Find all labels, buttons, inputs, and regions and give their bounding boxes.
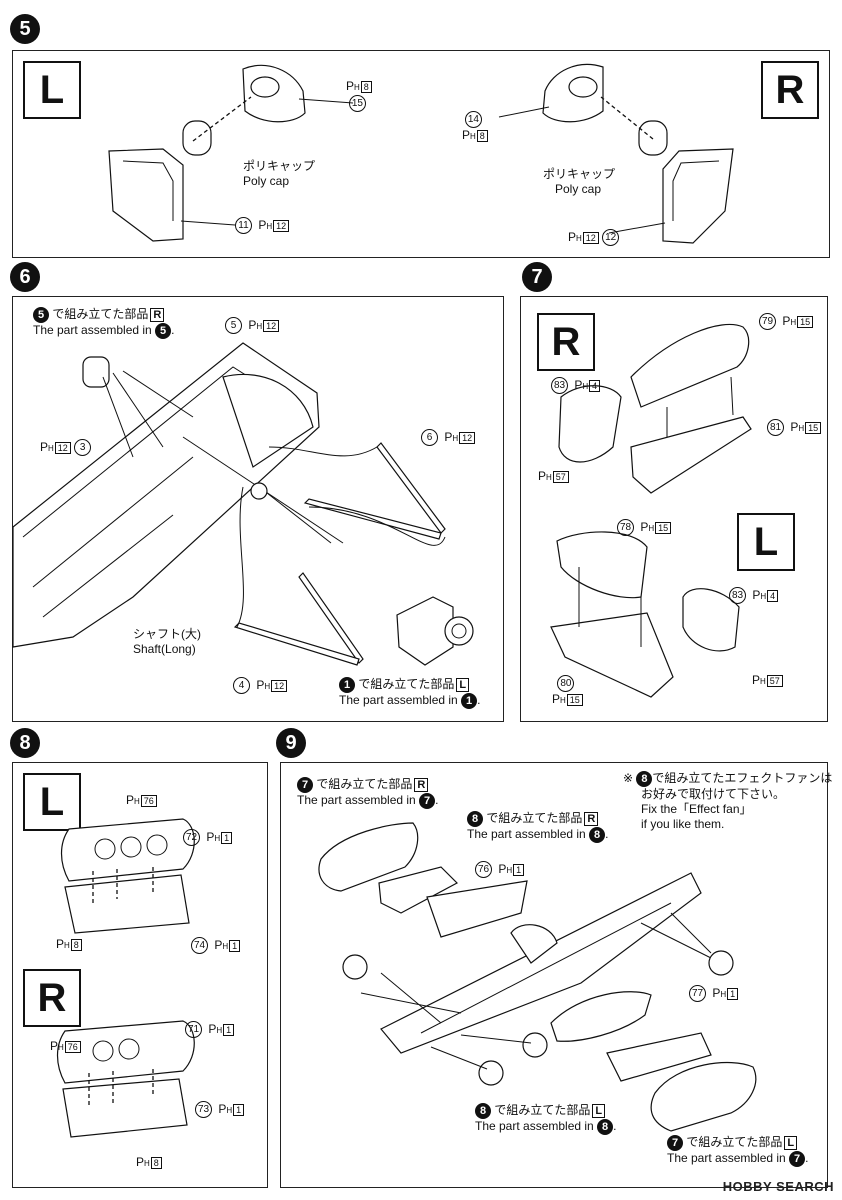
step-8-number: 8 — [10, 728, 40, 758]
step-6-shaft-label: シャフト(大)Shaft(Long) — [133, 627, 201, 656]
step-7-top-side: R — [537, 313, 595, 371]
step-5-number: 5 — [10, 14, 40, 44]
step-8-drawing — [56, 818, 195, 1138]
step-5-left-side: L — [23, 61, 81, 119]
watermark-logo: HOBBY SEARCH — [722, 1179, 834, 1194]
step-6-number: 6 — [10, 262, 40, 292]
step-7-number: 7 — [522, 262, 552, 292]
step-7-bottom-side: L — [737, 513, 795, 571]
step-7-drawing — [550, 323, 752, 698]
step-5-right-drawing — [498, 63, 734, 244]
step-8-bottom-side: R — [23, 969, 81, 1027]
step-6-chassis-drawing — [12, 342, 474, 666]
step-5-right-side: R — [761, 61, 819, 119]
step-9-number: 9 — [276, 728, 306, 758]
step-8-top-side: L — [23, 773, 81, 831]
step-9-drawing — [318, 822, 757, 1132]
step-5-left-drawing — [108, 64, 354, 242]
